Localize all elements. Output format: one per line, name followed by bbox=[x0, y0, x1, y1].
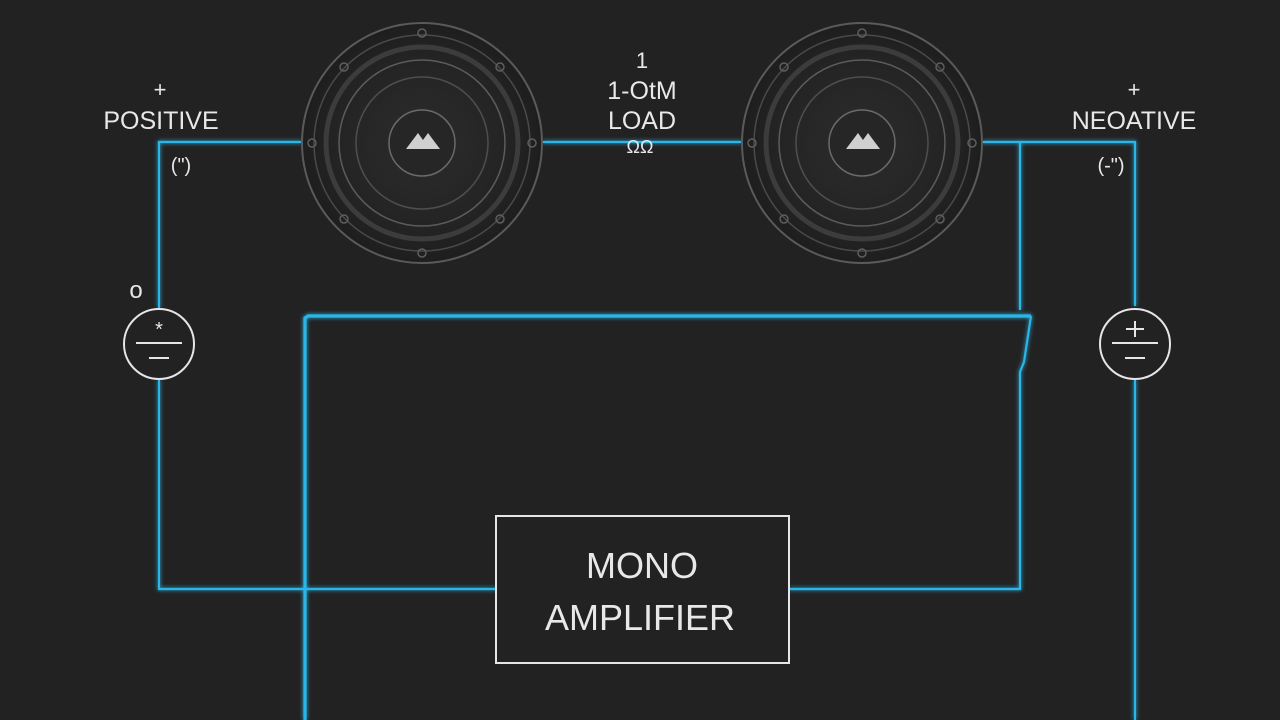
negative-sign: + bbox=[1128, 77, 1141, 102]
positive-label: POSITIVE bbox=[103, 107, 218, 135]
wire-bus-top bbox=[303, 314, 1031, 720]
source-symbol-right bbox=[1099, 308, 1171, 380]
svg-text:*: * bbox=[155, 319, 163, 341]
mono-amplifier-box: MONO AMPLIFIER bbox=[495, 515, 790, 664]
speaker-logo-icon bbox=[846, 133, 880, 149]
left-node-label: o bbox=[129, 277, 142, 304]
speaker-left bbox=[301, 22, 543, 264]
load-ohm-label: 1-OtM bbox=[607, 77, 676, 105]
negative-label: NEOATIVE bbox=[1072, 107, 1197, 135]
amplifier-label-line1: MONO bbox=[586, 545, 698, 586]
positive-sign: + bbox=[154, 77, 167, 102]
wire-amp-right bbox=[789, 315, 1033, 591]
load-sub-label: ΩΩ bbox=[627, 137, 654, 157]
wire-left-loop bbox=[157, 140, 496, 591]
negative-polarity-label: (-") bbox=[1097, 155, 1124, 177]
wire-right-top bbox=[982, 140, 1137, 720]
speaker-right bbox=[741, 22, 983, 264]
source-symbol-left: * bbox=[123, 308, 195, 380]
load-top-label: 1 bbox=[636, 48, 648, 73]
positive-polarity-label: (") bbox=[171, 155, 191, 177]
wires bbox=[157, 140, 1137, 720]
load-label: LOAD bbox=[608, 107, 676, 135]
amplifier-label-line2: AMPLIFIER bbox=[545, 597, 735, 638]
speaker-logo-icon bbox=[406, 133, 440, 149]
